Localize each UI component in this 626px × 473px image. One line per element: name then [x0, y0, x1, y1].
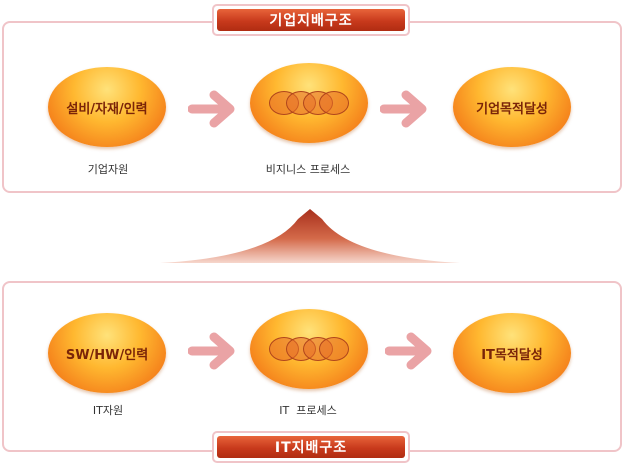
it-governance-title-tab: IT지배구조 [212, 431, 410, 463]
business-process-caption: 비지니스 프로세스 [265, 163, 351, 176]
it-resources-oval: SW/HW/인력 [48, 313, 166, 393]
it-goal-label: IT목적달성 [481, 347, 543, 363]
it-process-caption: IT 프로세스 [279, 404, 337, 417]
right-arrow-icon [188, 332, 235, 370]
it-process-oval [250, 309, 368, 389]
it-governance-title: IT지배구조 [217, 436, 405, 458]
enterprise-governance-title-tab: 기업지배구조 [212, 4, 410, 36]
it-resources-caption: IT자원 [92, 404, 124, 417]
right-arrow-icon [188, 90, 235, 128]
enterprise-resources-caption: 기업자원 [87, 163, 129, 176]
right-arrow-icon [385, 332, 432, 370]
enterprise-governance-title: 기업지배구조 [217, 9, 405, 31]
it-goal-oval: IT목적달성 [453, 313, 571, 393]
process-rings-icon [269, 337, 349, 361]
it-resources-label: SW/HW/인력 [65, 347, 149, 363]
enterprise-resources-oval: 설비/자재/인력 [48, 67, 166, 147]
business-process-oval [250, 63, 368, 143]
enterprise-goal-oval: 기업목적달성 [453, 67, 571, 147]
right-arrow-icon [380, 90, 427, 128]
enterprise-resources-label: 설비/자재/인력 [66, 101, 148, 117]
upward-peak-icon [160, 209, 460, 263]
process-rings-icon [269, 91, 349, 115]
enterprise-goal-label: 기업목적달성 [476, 101, 548, 117]
